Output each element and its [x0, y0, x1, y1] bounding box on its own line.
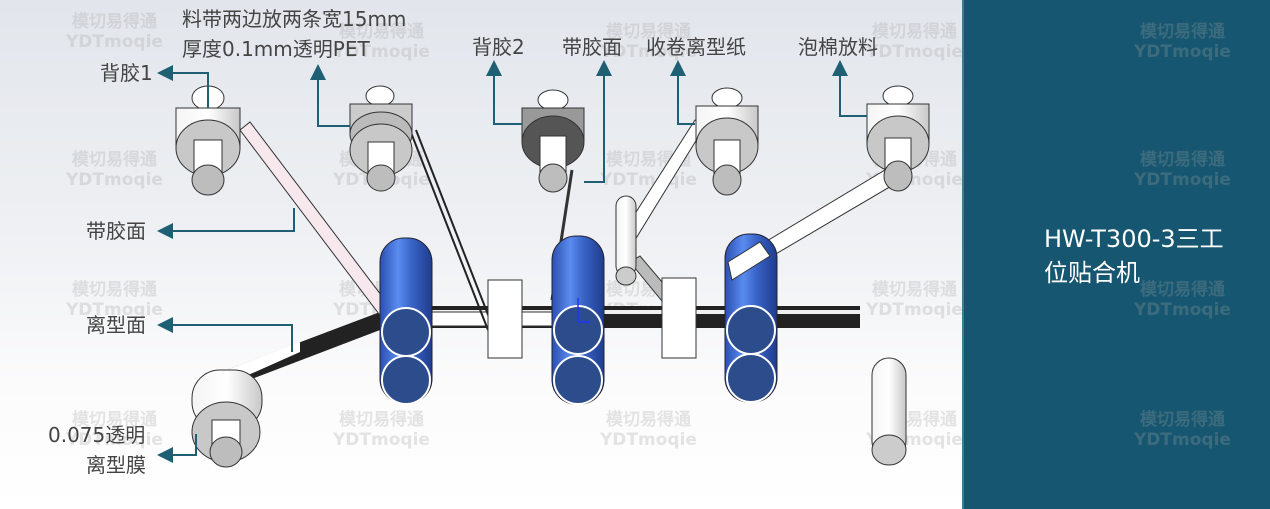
label-release-side: 离型面	[86, 313, 146, 337]
roller-rewind-release-paper	[695, 87, 759, 196]
roller-back-adhesive-1	[175, 85, 241, 196]
label-foam-unwind: 泡棉放料	[798, 35, 878, 59]
label-back-adhesive-2: 背胶2	[472, 35, 525, 59]
label-adhesive-side-top: 带胶面	[562, 35, 622, 59]
label-adhesive-side-left: 带胶面	[86, 219, 146, 243]
roller-foam-unwind	[866, 85, 930, 192]
label-rewind-release-paper: 收卷离型纸	[646, 35, 746, 59]
leader-lines	[157, 60, 867, 463]
axis-triad-icon	[577, 298, 590, 323]
label-back-adhesive-1: 背胶1	[100, 61, 153, 85]
label-release-film-2: 离型膜	[86, 453, 146, 477]
machine-title: HW-T300-3三工位贴合机	[1044, 225, 1224, 287]
belt-pet	[409, 129, 489, 331]
block-2	[661, 277, 697, 359]
machine-drawing	[157, 60, 930, 468]
roller-back-adhesive-2	[521, 89, 585, 193]
label-release-film-1: 0.075透明	[48, 423, 146, 447]
label-material-tape: 料带两边放两条宽15mm	[182, 7, 407, 31]
roller-release-film	[191, 369, 263, 468]
guide-roller	[615, 195, 637, 286]
block-1	[487, 279, 523, 359]
label-material-tape-spec: 厚度0.1mm透明PET	[182, 37, 370, 61]
laminating-rollers-station-1	[379, 237, 433, 405]
idle-roller	[871, 357, 907, 466]
roller-pet	[349, 85, 413, 192]
